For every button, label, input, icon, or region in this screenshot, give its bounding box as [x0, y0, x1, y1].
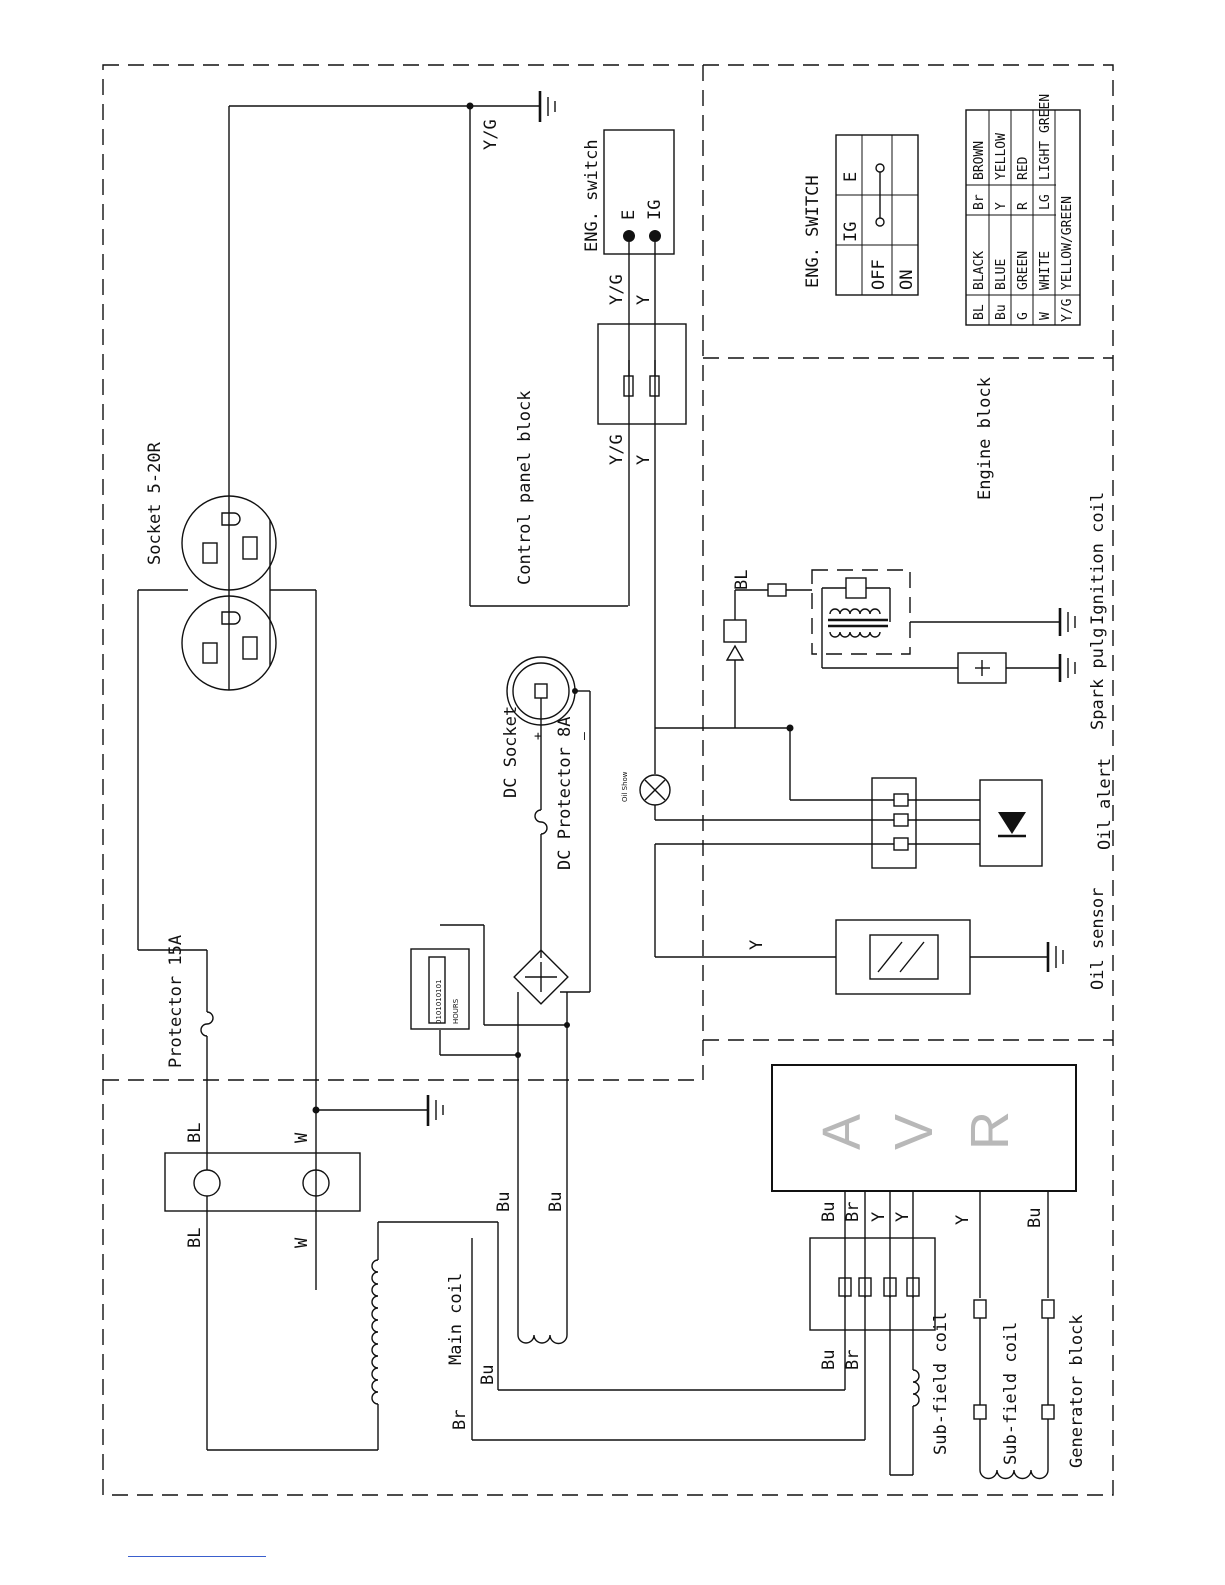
label-avr-a: A [812, 1114, 872, 1150]
eng-switch-col-ig: IG [841, 222, 861, 242]
outer-frame [102, 64, 1114, 1496]
ground-top [229, 91, 628, 607]
dc-circuit [410, 656, 591, 1345]
terminal-block [164, 1095, 444, 1451]
label-spark-plug: Spark pulg [1088, 628, 1108, 730]
legend-name-red: RED [1016, 156, 1031, 180]
label-control-panel-block: Control panel block [515, 391, 535, 585]
footer-link-underline[interactable] [128, 1556, 266, 1557]
legend-code-lg: LG [1038, 194, 1053, 210]
label-oil-alert: Oil alert [1095, 758, 1115, 850]
wire-bu-2: Bu [546, 1192, 566, 1212]
eng-switch-table [835, 134, 919, 296]
label-minus: – [577, 732, 592, 740]
legend-name-brown: BROWN [972, 141, 987, 180]
label-avr-r: R [960, 1111, 1020, 1150]
wire-br-main: Br [450, 1410, 470, 1430]
wire-avr-br: Br [843, 1202, 863, 1222]
wire-y-sensor: Y [747, 940, 767, 950]
wire-bl-bottom: BL [185, 1228, 205, 1248]
legend-code-r: R [1016, 202, 1031, 210]
eng-switch-row-on: ON [897, 270, 917, 290]
legend-code-w: W [1038, 312, 1053, 320]
hour-meter [410, 948, 470, 1030]
legend-name-black: BLACK [972, 251, 987, 290]
legend-name-light-green: LIGHT GREEN [1038, 94, 1053, 180]
legend-name-green: GREEN [1016, 251, 1031, 290]
wire-yg-ground: Y/G [481, 119, 501, 150]
wire-avr-bu: Bu [819, 1202, 839, 1222]
label-socket-520r: Socket 5-20R [145, 441, 165, 565]
wire-bu-1: Bu [494, 1192, 514, 1212]
label-plus: + [531, 732, 546, 740]
eng-switch-row-off: OFF [869, 259, 889, 290]
wire-y-switch: Y [634, 295, 654, 305]
wire-w-top: W [292, 1132, 312, 1143]
legend-name-white: WHITE [1038, 251, 1053, 290]
text-labels: Socket 5-20R Protector 15A DC Socket DC … [145, 94, 1115, 1468]
legend-code-bl: BL [972, 304, 987, 320]
eng-switch-col-e: E [841, 172, 861, 182]
legend-name-yellow-green: YELLOW/GREEN [1060, 196, 1075, 290]
wire-avr-y-right: Y [953, 1215, 973, 1225]
label-sub-field-coil-2: Sub-field coil [1001, 1322, 1021, 1465]
label-hours: HOURS [452, 998, 460, 1024]
socket-520r-component [137, 106, 317, 1290]
block-outlines [102, 64, 1114, 1496]
label-sub-field-coil-1: Sub-field coil [931, 1312, 951, 1455]
avr-module [771, 1064, 1077, 1480]
legend-name-blue: BLUE [994, 259, 1009, 290]
engine-block-components [639, 569, 1076, 995]
wire-conn-bu: Bu [819, 1350, 839, 1370]
label-dc-socket: DC Socket [501, 706, 521, 798]
label-oil-show: Oil Show [621, 771, 629, 802]
label-eng-switch: ENG. switch [582, 139, 602, 252]
wire-w-bottom: W [292, 1237, 312, 1248]
label-generator-block: Generator block [1067, 1314, 1087, 1468]
color-legend-table [965, 109, 1081, 326]
legend-code-br: Br [972, 194, 987, 210]
legend-name-yellow: YELLOW [994, 133, 1009, 180]
wire-bu-main: Bu [478, 1365, 498, 1385]
wire-avr-bu-right: Bu [1025, 1208, 1045, 1228]
label-engine-block: Engine block [975, 377, 995, 500]
legend-code-g: G [1016, 312, 1031, 320]
wire-bl-ignition: BL [732, 570, 752, 590]
oil-sensor-module [835, 919, 971, 995]
label-ignition-coil: Ignition coil [1088, 492, 1108, 625]
label-switch-ig: IG [645, 200, 665, 220]
main-coil-component [371, 1221, 865, 1450]
wire-avr-y1: Y [869, 1212, 889, 1222]
wire-yg-switch: Y/G [607, 274, 627, 305]
eng-switch-table-title: ENG. SWITCH [803, 175, 823, 288]
oil-alert-module [979, 779, 1043, 867]
label-avr-v: V [884, 1114, 944, 1150]
label-dc-protector: DC Protector 8A [555, 716, 575, 870]
wire-yg-panel: Y/G [607, 434, 627, 465]
legend-code-bu: Bu [994, 304, 1009, 320]
legend-code-yg: Y/G [1060, 298, 1075, 322]
wire-bl-top: BL [185, 1123, 205, 1143]
label-switch-e: E [619, 210, 639, 220]
label-oil-sensor: Oil sensor [1088, 888, 1108, 990]
eng-switch-component [597, 129, 687, 728]
label-protector-15a: Protector 15A [166, 935, 186, 1068]
legend-code-y: Y [994, 202, 1009, 210]
wire-y-panel: Y [634, 455, 654, 465]
wire-conn-br: Br [843, 1350, 863, 1370]
label-hour-digits: 0101010101 [435, 979, 443, 1024]
label-main-coil: Main coil [446, 1273, 466, 1365]
protector-15a-component [200, 950, 214, 1170]
wire-avr-y2: Y [893, 1212, 913, 1222]
